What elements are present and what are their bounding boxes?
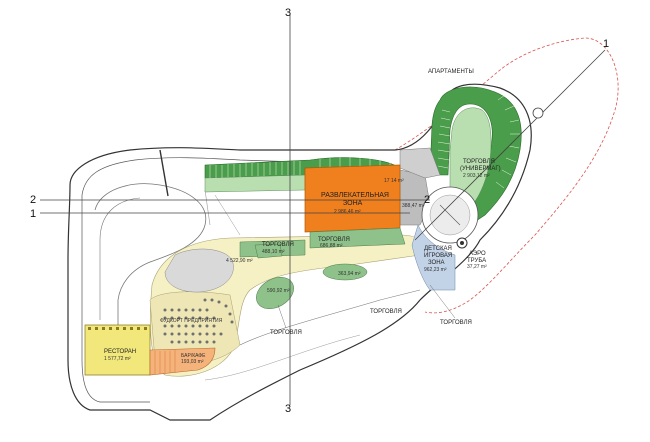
leader-bottom-left bbox=[429, 284, 456, 319]
restaurant-area: 1 577,72 m² bbox=[104, 356, 131, 362]
trade-left-area: 488,10 m² bbox=[262, 249, 285, 255]
area-388: 388,47 m² bbox=[402, 203, 425, 209]
trade-bottom-left-label: ТОРГОВЛЯ bbox=[440, 320, 472, 326]
trade-left-label: ТОРГОВЛЯ bbox=[262, 242, 294, 248]
axis-1-left-label: 1 bbox=[30, 208, 36, 220]
bar-area: 193,03 m² bbox=[181, 359, 204, 365]
univermag-label-1: ТОРГОВЛЯ bbox=[463, 159, 495, 165]
axis-3-top-label: 3 bbox=[285, 7, 291, 19]
kids-label-3: ЗОНА bbox=[428, 260, 445, 266]
axis-2-diag-label: 2 bbox=[424, 194, 430, 206]
green-blob-small bbox=[254, 243, 283, 259]
left-inner-curve bbox=[81, 195, 150, 403]
lower-wall bbox=[239, 289, 421, 346]
apartments-label: АПАРТАМЕНТЫ bbox=[428, 69, 474, 75]
kids-label-1: ДЕТСКАЯ bbox=[424, 246, 452, 252]
inner-outline bbox=[81, 157, 301, 196]
green-blob-363 bbox=[322, 263, 368, 281]
trade-mid-label: ТОРГОВЛЯ bbox=[318, 237, 350, 243]
parking-area: 17 14 m² bbox=[384, 178, 404, 184]
bar-label: БАР/КАФЕ bbox=[181, 353, 206, 359]
parking-stalls bbox=[209, 157, 391, 178]
trade-bottom-right-label: ТОРГОВЛЯ bbox=[370, 309, 402, 315]
axis-1-diag bbox=[414, 49, 606, 241]
plaza bbox=[164, 248, 234, 293]
food-court-tables bbox=[163, 298, 234, 344]
entertainment-label-1: РАЗВЛЕКАТЕЛЬНАЯ bbox=[321, 192, 389, 199]
trade-mid-area: 686,88 m² bbox=[320, 243, 343, 249]
trade-bottom-mid-label: ТОРГОВЛЯ bbox=[270, 330, 302, 336]
restaurant-label: РЕСТОРАН bbox=[104, 349, 136, 355]
column-line-2 bbox=[204, 189, 211, 226]
axis-3-bottom-label: 3 bbox=[285, 403, 291, 415]
food-court-label: ФУДКОРТ ПРЕДПРИЯТИЯ bbox=[160, 318, 223, 324]
univermag-area: 2 903,12 m² bbox=[463, 173, 490, 179]
kids-label-2: ИГРОВАЯ bbox=[424, 253, 452, 259]
column-line-3 bbox=[214, 194, 241, 236]
aero-label-1: АЭРО bbox=[469, 251, 486, 257]
axis-1-marker bbox=[532, 107, 544, 119]
column-line-1 bbox=[159, 149, 169, 197]
area-4522: 4 522,90 m² bbox=[226, 258, 253, 264]
aero-label-2: ТРУБА bbox=[467, 258, 486, 264]
area-363: 363,94 m² bbox=[338, 271, 361, 277]
bar-zone bbox=[149, 347, 216, 376]
bar-stripes bbox=[154, 350, 176, 374]
restaurant-tables bbox=[88, 327, 147, 330]
entertainment-area: 2 986,46 m² bbox=[334, 209, 361, 215]
left-loop bbox=[94, 183, 207, 325]
aero-tube-core bbox=[460, 241, 464, 245]
trade-mid-zone bbox=[309, 227, 406, 249]
site-boundary bbox=[394, 37, 619, 314]
kids-zone bbox=[411, 224, 456, 291]
green-blob-590 bbox=[256, 277, 294, 309]
entertainment-label-2: ЗОНА bbox=[343, 200, 363, 207]
area-590: 590,92 m² bbox=[267, 288, 290, 294]
aero-area: 37,27 m² bbox=[467, 264, 487, 270]
axis-1-diag-label: 1 bbox=[603, 38, 609, 50]
axis-2-left-label: 2 bbox=[30, 194, 36, 206]
kids-area: 962,23 m² bbox=[424, 267, 447, 273]
apartment-stalls bbox=[437, 94, 520, 189]
univermag-label-2: (УНИВЕРМАГ) bbox=[460, 166, 501, 172]
lower-wall-2 bbox=[204, 334, 361, 381]
leader-bottom-mid bbox=[277, 304, 287, 329]
